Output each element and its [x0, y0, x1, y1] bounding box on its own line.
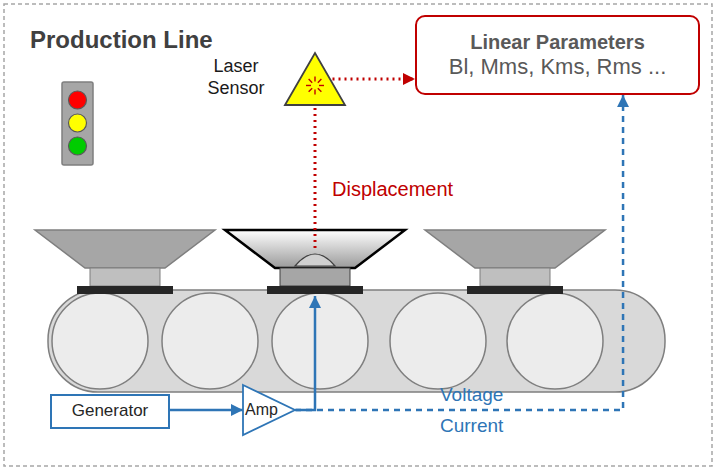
- laser-beam: [314, 108, 317, 250]
- signal-label: Voltage: [440, 384, 503, 406]
- triangle-shape: [284, 52, 346, 106]
- node-label: Linear Parameters: [470, 30, 645, 54]
- node-label: Generator: [72, 401, 149, 421]
- speaker-left: [35, 230, 215, 294]
- connector: [333, 78, 416, 81]
- speaker-right: [425, 230, 605, 294]
- signal-label: Current: [440, 415, 503, 437]
- conveyor-belt: [48, 290, 665, 392]
- frame: [4, 4, 712, 466]
- traffic-light: [62, 82, 93, 165]
- connector: [170, 409, 243, 412]
- laser-sensor: Laser Sensor: [284, 52, 346, 106]
- parameter-box: Linear ParametersBl, Mms, Kms, Rms ...: [415, 15, 700, 95]
- speaker-under-test: [225, 230, 405, 294]
- amplifier: Amp: [242, 384, 296, 436]
- node-body: Bl, Mms, Kms, Rms ...: [449, 54, 667, 80]
- generator-box: Generator: [50, 394, 170, 429]
- signal-label: Displacement: [332, 178, 453, 201]
- node-label: Amp: [245, 400, 278, 419]
- diagram-title: Production Line: [30, 26, 213, 54]
- connector: [295, 95, 623, 410]
- drive-wire: [296, 296, 315, 410]
- node-label: Laser Sensor: [200, 56, 272, 99]
